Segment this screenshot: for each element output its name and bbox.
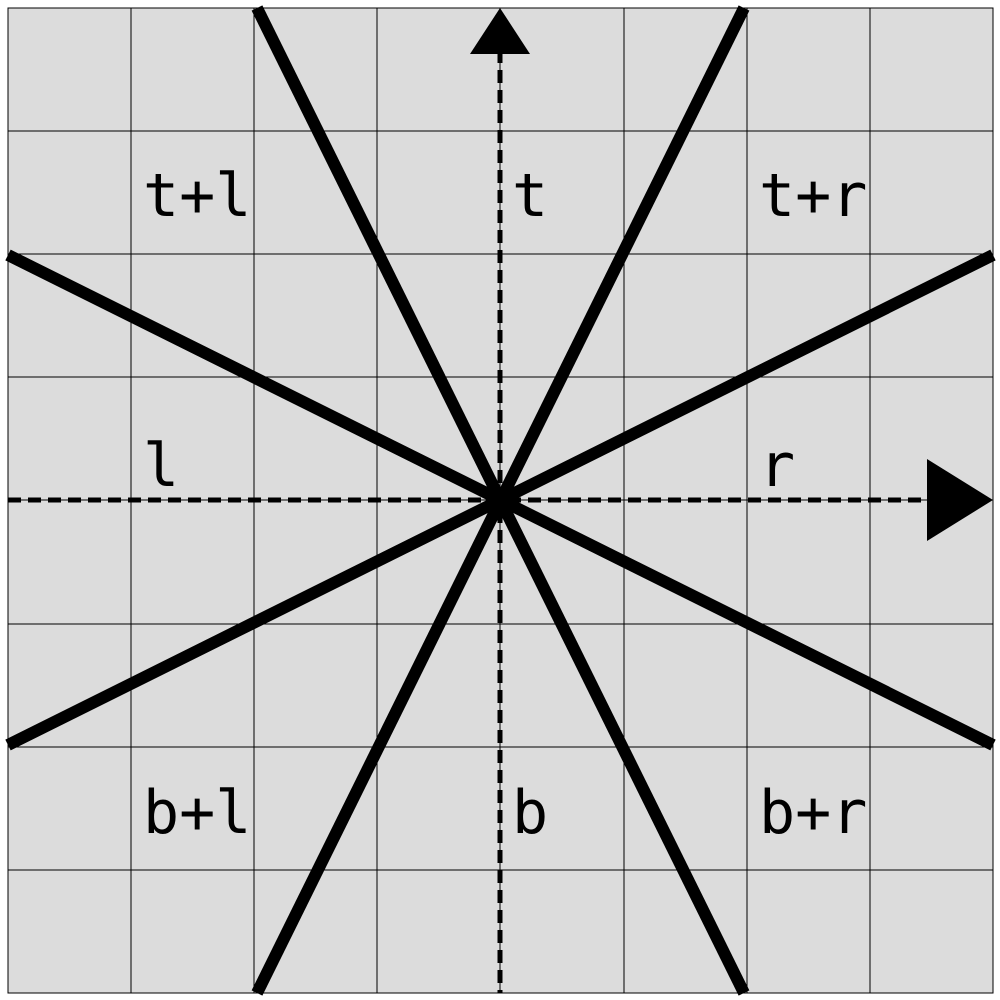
shallow-diagonal-down bbox=[5, 249, 996, 751]
diagonal-lines bbox=[5, 5, 996, 996]
label-top-left: t+l bbox=[143, 161, 251, 231]
label-left: l bbox=[143, 431, 179, 501]
label-right: r bbox=[759, 431, 795, 501]
label-bottom-right: b+r bbox=[759, 778, 867, 848]
direction-labels: t+l t t+r l r b+l b b+r bbox=[143, 161, 867, 848]
axes bbox=[8, 50, 930, 993]
label-top-right: t+r bbox=[759, 161, 867, 231]
label-bottom-left: b+l bbox=[143, 778, 251, 848]
up-arrow-icon bbox=[470, 8, 530, 54]
label-bottom: b bbox=[512, 778, 548, 848]
label-top: t bbox=[512, 161, 548, 231]
right-arrow-icon bbox=[927, 459, 993, 541]
